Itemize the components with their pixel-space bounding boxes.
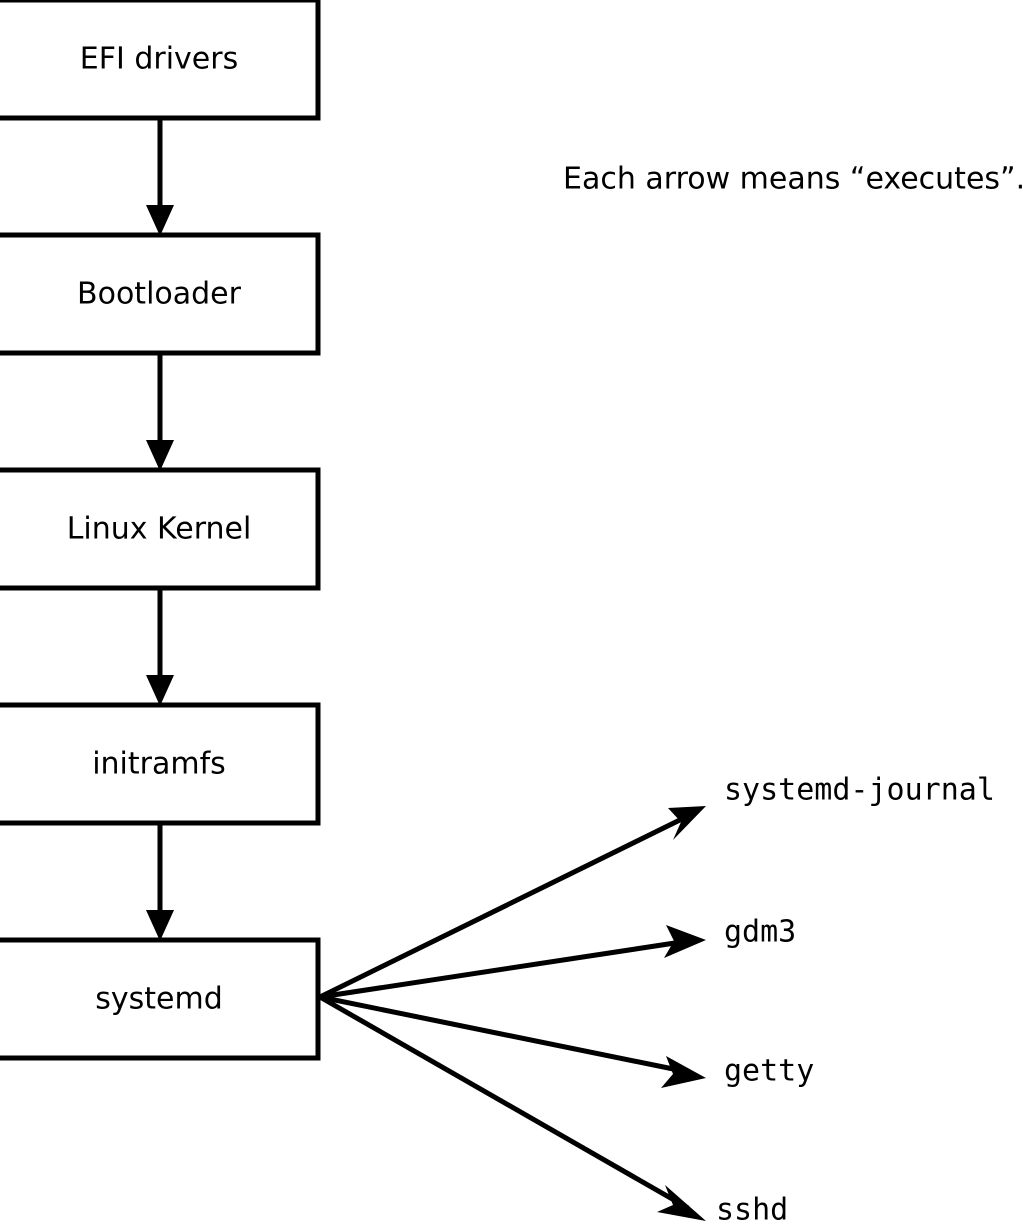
node-initramfs[interactable]: initramfs bbox=[0, 702, 321, 826]
service-label-gdm3: gdm3 bbox=[724, 915, 796, 950]
fan-arrow-sshd bbox=[318, 994, 706, 1221]
node-label: Linux Kernel bbox=[67, 512, 252, 547]
service-label-sshd: sshd bbox=[716, 1193, 788, 1228]
arrow-head-icon bbox=[668, 806, 706, 840]
arrow-head-icon bbox=[664, 925, 706, 958]
node-box[interactable] bbox=[0, 232, 321, 356]
arrow-shaft bbox=[318, 812, 692, 1000]
arrow-head-icon bbox=[657, 1185, 706, 1221]
arrow-head-icon bbox=[661, 1056, 706, 1088]
chain-arrow-kernel-to-initramfs bbox=[146, 588, 174, 706]
service-label-getty: getty bbox=[724, 1054, 814, 1089]
node-bootloader[interactable]: Bootloader bbox=[0, 232, 321, 356]
arrow-head-down-icon bbox=[146, 910, 174, 941]
diagram-caption: Each arrow means “executes”. bbox=[563, 162, 1023, 197]
arrow-shaft bbox=[318, 994, 690, 1211]
node-box[interactable] bbox=[0, 937, 321, 1061]
fan-arrow-getty bbox=[319, 994, 706, 1088]
node-label: EFI drivers bbox=[80, 42, 238, 77]
chain-arrow-bootloader-to-kernel bbox=[146, 353, 174, 471]
fan-arrow-gdm3 bbox=[319, 925, 706, 1000]
service-label-systemd-journal: systemd-journal bbox=[724, 773, 995, 808]
arrow-head-down-icon bbox=[146, 440, 174, 471]
node-efi-drivers[interactable]: EFI drivers bbox=[0, 0, 321, 121]
arrow-head-down-icon bbox=[146, 205, 174, 236]
arrow-head-down-icon bbox=[146, 675, 174, 706]
chain-arrow-initramfs-to-systemd bbox=[146, 823, 174, 941]
node-systemd[interactable]: systemd bbox=[0, 937, 321, 1061]
node-label: Bootloader bbox=[77, 277, 242, 312]
node-box[interactable] bbox=[0, 0, 321, 121]
node-box[interactable] bbox=[0, 467, 321, 591]
fan-arrow-systemd-journal bbox=[318, 806, 706, 1000]
node-linux-kernel[interactable]: Linux Kernel bbox=[0, 467, 321, 591]
node-label: initramfs bbox=[92, 747, 226, 782]
arrow-shaft bbox=[319, 994, 689, 1075]
arrow-shaft bbox=[319, 938, 689, 1000]
node-box[interactable] bbox=[0, 702, 321, 826]
node-label: systemd bbox=[95, 982, 223, 1017]
chain-arrow-efi-to-bootloader bbox=[146, 118, 174, 236]
